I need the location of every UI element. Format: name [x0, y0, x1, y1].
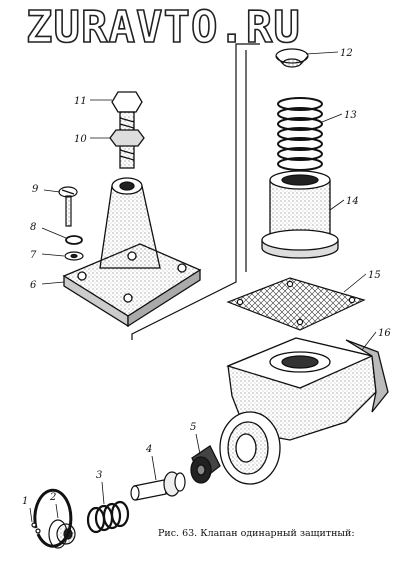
part-number-14: 14 — [346, 196, 359, 207]
part-number-11: 11 — [74, 96, 87, 107]
retaining-ring-part — [31, 488, 73, 548]
washer-part — [64, 251, 84, 261]
watermark: ZURAVTO.RU — [25, 1, 301, 54]
part-number-8: 8 — [30, 222, 36, 233]
part-number-15: 15 — [368, 270, 381, 281]
cover-part — [62, 177, 202, 328]
large-spring-part — [277, 97, 323, 171]
diaphragm-part — [226, 277, 366, 331]
valve-body-part — [219, 337, 389, 485]
part-number-5: 5 — [190, 422, 196, 433]
small-spring-part — [86, 500, 130, 534]
group-frame-lines — [131, 43, 260, 340]
part-number-10: 10 — [74, 134, 87, 145]
part-number-3: 3 — [96, 470, 102, 481]
part-number-13: 13 — [344, 110, 357, 121]
spring-plate-part — [275, 48, 309, 68]
part-number-7: 7 — [30, 250, 37, 261]
leader-lines — [29, 51, 377, 523]
figure-caption: Рис. 63. Клапан одинарный защитный: — [158, 528, 355, 539]
part-number-4: 4 — [145, 444, 152, 455]
part-number-1: 1 — [22, 496, 28, 507]
valve-stem-part — [130, 471, 186, 501]
part-number-16: 16 — [378, 328, 391, 339]
spring-washer-part — [65, 235, 83, 245]
part-number-6: 6 — [30, 280, 37, 291]
part-number-12: 12 — [340, 48, 353, 59]
valve-seal-part — [190, 445, 221, 484]
locknut-part — [109, 129, 145, 147]
part-number-2: 2 — [49, 492, 56, 503]
part-number-labels: 1 2 3 4 5 6 7 8 9 10 11 12 13 14 15 16 — [22, 48, 391, 507]
part-number-9: 9 — [32, 184, 39, 195]
piston-part — [261, 170, 339, 259]
screw-part — [58, 186, 78, 227]
